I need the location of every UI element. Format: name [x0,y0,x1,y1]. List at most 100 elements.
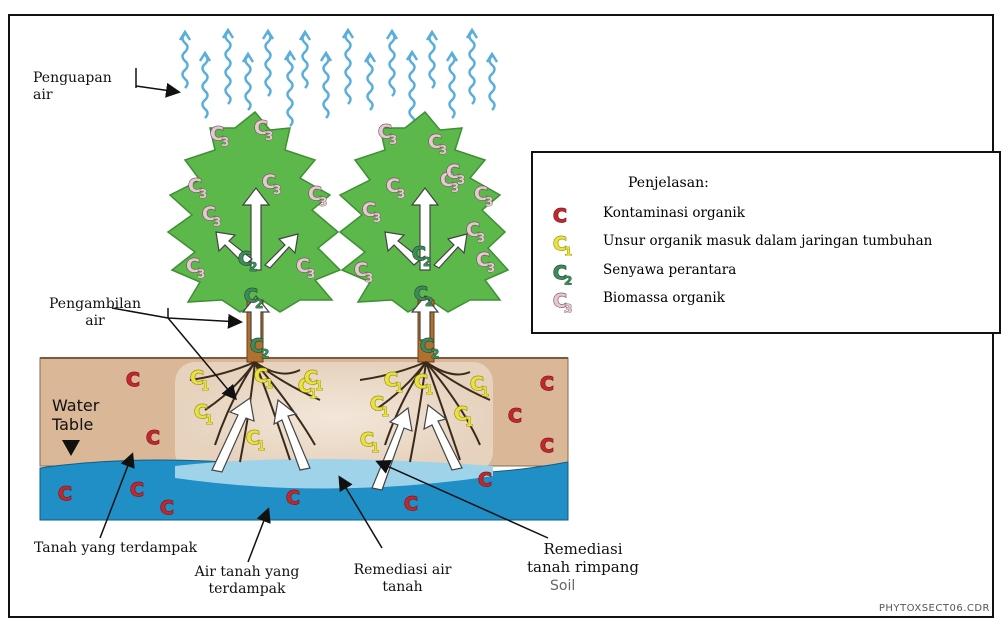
marker-subscript: 3 [373,211,381,225]
legend-item-label: Senyawa perantara [603,262,737,278]
vapor-arrowhead [198,50,212,62]
marker-letter: C [160,497,174,519]
marker-c1: C1 [359,428,379,455]
marker-letter: C [126,369,140,391]
marker-c1: C1 [453,402,473,429]
marker-c3: C3 [473,182,493,209]
legend-marker-c3: C3 [552,289,572,313]
marker-subscript: 3 [397,187,405,201]
marker-subscript: 2 [564,274,572,285]
marker-subscript: 3 [485,195,493,209]
marker-c2: C2 [243,284,263,311]
marker-letter: C [190,367,204,389]
marker-subscript: 3 [307,267,315,281]
vapor-arrowhead [385,28,399,40]
vapor-arrowhead [445,50,459,62]
vapor-squiggle [344,31,352,105]
marker-subscript: 1 [205,413,213,427]
vapor-squiggle [488,55,496,111]
marker-c1: C1 [245,426,265,453]
marker-subscript: 3 [213,215,221,229]
marker-letter: C [304,367,318,389]
label-groundwater-remediation: Remediasi air tanah [340,562,465,596]
marker-letter: C [146,427,160,449]
label-rhizosphere-remediation-line2: tanah rimpang [526,558,639,576]
label-contaminated-groundwater: Air tanah yang terdampak [182,564,312,598]
marker-subscript: 1 [201,379,209,393]
label-water-table: Water Table [52,396,99,434]
legend-item-label: Unsur organik masuk dalam jaringan tumbu… [603,233,933,249]
marker-c1: C1 [369,392,389,419]
vapor-arrowhead [319,50,333,62]
marker-letter: C [466,219,480,241]
marker-letter: C [194,401,208,423]
vapor-arrowhead [405,49,419,61]
marker-subscript: 2 [423,255,431,269]
vapor-squiggle [224,31,232,105]
marker-letter: C [360,429,374,451]
contaminant-icon: C [552,204,567,227]
marker-letter: C [386,175,400,197]
marker-c2: C2 [413,282,433,309]
label-uptake: Pengambilan air [40,296,150,330]
marker-letter: C [384,369,398,391]
marker-c1: C1 [303,366,323,393]
marker-subscript: 1 [425,383,433,397]
marker-c1: C1 [469,372,489,399]
marker-letter: C [474,183,488,205]
vapor-squiggle [264,32,272,97]
marker-subscript: 2 [249,260,257,274]
marker-c: C [57,482,72,505]
marker-c: C [159,496,174,519]
marker-c3: C3 [253,116,273,143]
marker-letter: C [476,249,490,271]
legend-item-label: Biomassa organik [603,290,725,306]
marker-letter: C [404,493,418,515]
marker-c: C [285,486,300,509]
vapor-squiggle [301,33,309,89]
label-groundwater-remediation-line2: tanah [382,579,423,595]
marker-c3: C3 [361,198,381,225]
label-uptake-line2: air [85,313,105,329]
marker-subscript: 3 [319,195,327,209]
marker-c3: C3 [353,258,373,285]
vapor-arrowhead [283,49,297,61]
vapor-squiggle [201,54,209,119]
marker-subscript: 2 [425,295,433,309]
label-rhizosphere-remediation-line1: Remediasi [543,540,623,558]
marker-letter: C [553,290,567,312]
vapor-arrowhead [485,51,499,63]
marker-c3: C3 [427,130,447,157]
marker-letter: C [370,393,384,415]
vapor-arrowhead [363,51,377,63]
vapor-squiggle [448,54,456,119]
marker-c2: C2 [249,334,269,361]
vapor-squiggle [408,53,416,127]
legend-marker-c2: C2 [552,261,572,285]
marker-c: C [539,434,554,457]
marker-c3: C3 [475,248,495,275]
vapor-arrowhead [465,27,479,39]
marker-c3: C3 [185,254,205,281]
marker-letter: C [454,403,468,425]
marker-c1: C1 [253,364,273,391]
marker-subscript: 3 [221,135,229,149]
label-groundwater-remediation-line1: Remediasi air [353,562,452,578]
vapor-arrowhead [178,29,192,41]
marker-c3: C3 [307,182,327,209]
marker-subscript: 1 [265,377,273,391]
marker-c: C [403,492,418,515]
marker-c2: C2 [419,334,439,361]
vapor-squiggle [322,54,330,119]
legend-title: Penjelasan: [628,175,709,191]
label-evaporation-line2: air [33,87,53,103]
marker-letter: C [378,121,392,143]
marker-subscript: 1 [564,245,572,256]
marker-letter: C [362,199,376,221]
marker-subscript: 1 [481,385,489,399]
marker-letter: C [553,262,567,284]
marker-letter: C [188,175,202,197]
marker-letter: C [508,405,522,427]
marker-c3: C3 [201,202,221,229]
